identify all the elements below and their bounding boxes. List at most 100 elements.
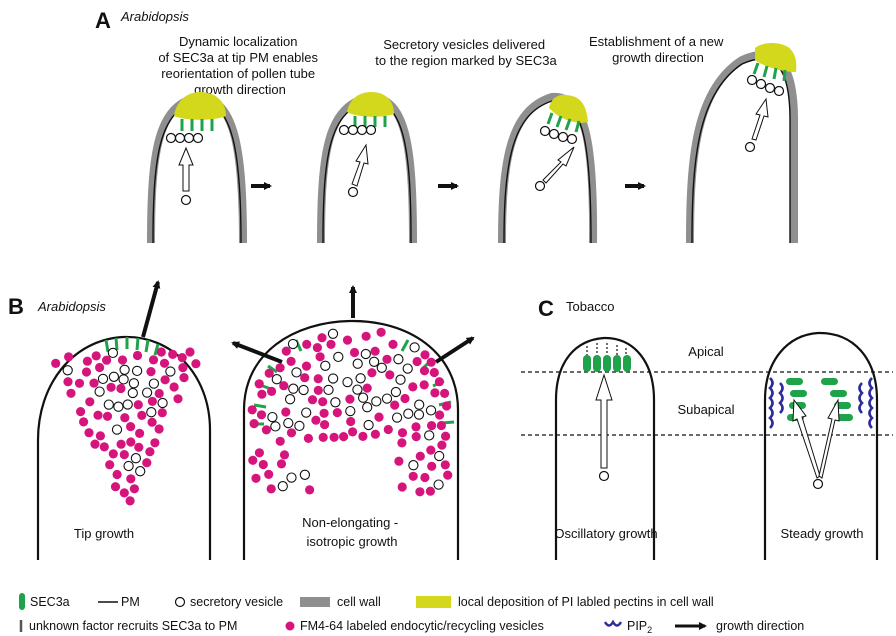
fm4-64-vesicle: [437, 421, 446, 430]
fm4-64-vesicle: [135, 429, 144, 438]
fm4-64-vesicle: [134, 400, 143, 409]
fm4-64-vesicle: [426, 487, 435, 496]
fm4-64-vesicle: [311, 416, 320, 425]
fm4-64-vesicle: [63, 377, 72, 386]
growth-direction-arrow: [143, 282, 158, 337]
secretory-vesicle: [114, 402, 123, 411]
fm4-64-vesicle: [287, 428, 296, 437]
fm4-64-vesicle: [251, 474, 260, 483]
unknown-factors: [587, 343, 626, 357]
secretory-vesicle: [128, 388, 137, 397]
fm4-64-vesicle: [173, 394, 182, 403]
fm4-64-vesicle: [313, 343, 322, 352]
fm4-64-vesicle: [179, 373, 188, 382]
secretory-vesicle: [271, 422, 280, 431]
fm4-64-vesicle: [137, 411, 146, 420]
fm4-64-vesicle: [346, 417, 355, 426]
panel-a-caption-2: Secretory vesicles delivered to the regi…: [375, 37, 557, 68]
secretory-vesicle: [112, 425, 121, 434]
fm4-64-vesicle: [75, 379, 84, 388]
fm4-64-vesicle: [79, 417, 88, 426]
secretory-vesicle: [133, 366, 142, 375]
fm4-64-vesicle: [420, 473, 429, 482]
legend-secretory-vesicle: secretory vesicle: [190, 595, 283, 609]
secretory-vesicle: [166, 367, 175, 376]
panel-a-caption-3: Establishment of a new growth direction: [589, 34, 727, 65]
fm4-64-vesicle: [255, 448, 264, 457]
fm4-64-vesicle: [314, 386, 323, 395]
secretory-vesicle: [382, 394, 391, 403]
secretory-vesicle: [292, 368, 301, 377]
fm4-64-vesicle: [420, 350, 429, 359]
fm4-64-vesicle: [264, 470, 273, 479]
fm4-64-vesicle: [362, 332, 371, 341]
secretory-vesicle: [414, 410, 423, 419]
fm4-64-vesicle: [426, 446, 435, 455]
label-isotropic-growth: Non-elongating - isotropic growth: [302, 515, 402, 549]
secretory-vesicle: [361, 349, 370, 358]
secretory-vesicle: [372, 397, 381, 406]
growth-arrow-open: [752, 99, 768, 140]
legend-pm: PM: [121, 595, 140, 609]
growth-arrow-open: [352, 145, 368, 186]
fm4-64-vesicle: [120, 413, 129, 422]
fm4-64-vesicle: [158, 408, 167, 417]
secretory-vesicle: [295, 421, 304, 430]
fm4-64-vesicle: [333, 408, 342, 417]
fm4-64-vesicle: [394, 457, 403, 466]
fm4-64-vesicle: [105, 460, 114, 469]
secretory-vesicle: [129, 379, 138, 388]
fm4-64-vesicle: [326, 340, 335, 349]
panel-c-letter: C: [538, 296, 554, 321]
secretory-vesicles: [536, 127, 577, 191]
fm4-64-vesicle: [363, 384, 372, 393]
fm4-64-vesicle: [116, 384, 125, 393]
fm4-64-vesicle: [371, 347, 380, 356]
fm4-64-vesicle: [377, 328, 386, 337]
secretory-vesicle: [324, 385, 333, 394]
pollen-tube-stage-2: [321, 92, 413, 243]
secretory-vesicle: [268, 413, 277, 422]
secretory-vesicle: [302, 408, 311, 417]
fm4-64-vesicle: [93, 411, 102, 420]
sec3a-cluster-apical: [583, 355, 631, 372]
secretory-vesicle: [299, 385, 308, 394]
fm4-64-vesicle: [412, 432, 421, 441]
fm4-64-vesicle: [276, 437, 285, 446]
cell-wall: [321, 97, 413, 243]
fm4-64-vesicle: [388, 340, 397, 349]
secretory-vesicle: [331, 398, 340, 407]
growth-arrow-open: [543, 147, 574, 183]
panel-b-letter: B: [8, 294, 24, 319]
fm4-64-vesicle: [51, 359, 60, 368]
fm4-64-vesicle: [120, 488, 129, 497]
pectin-deposition: [347, 92, 394, 117]
secretory-vesicle: [287, 473, 296, 482]
sec3a-cluster: [182, 119, 212, 131]
fm4-64-vesicle: [89, 379, 98, 388]
fm4-64-vesicle: [384, 425, 393, 434]
fm4-64-vesicle: [420, 366, 429, 375]
label-tip-growth: Tip growth: [74, 526, 134, 541]
fm4-64-vesicle: [95, 363, 104, 372]
fm4-64-vesicle: [339, 432, 348, 441]
zone-apical-label: Apical: [688, 344, 724, 359]
secretory-vesicle: [377, 363, 386, 372]
fm4-64-vesicle: [168, 350, 177, 359]
pectin-swatch: [416, 596, 451, 608]
fm4-64-vesicle: [142, 458, 151, 467]
secretory-vesicle: [98, 374, 107, 383]
fm4-64-vesicle: [82, 367, 91, 376]
fm4-64-vesicle: [318, 397, 327, 406]
secretory-vesicle: [300, 470, 309, 479]
fm4-64-vesicle: [109, 449, 118, 458]
secretory-vesicle: [415, 400, 424, 409]
fm4-64-vesicle: [390, 401, 399, 410]
label-oscillatory-growth: Oscillatory growth: [554, 526, 657, 541]
secretory-vesicle: [394, 355, 403, 364]
plasma-membrane: [692, 59, 790, 243]
fm4-64-vesicle: [316, 352, 325, 361]
secretory-vesicle: [404, 409, 413, 418]
growth-arrow-open-right: [819, 400, 839, 478]
fm4-64-vesicle: [367, 368, 376, 377]
